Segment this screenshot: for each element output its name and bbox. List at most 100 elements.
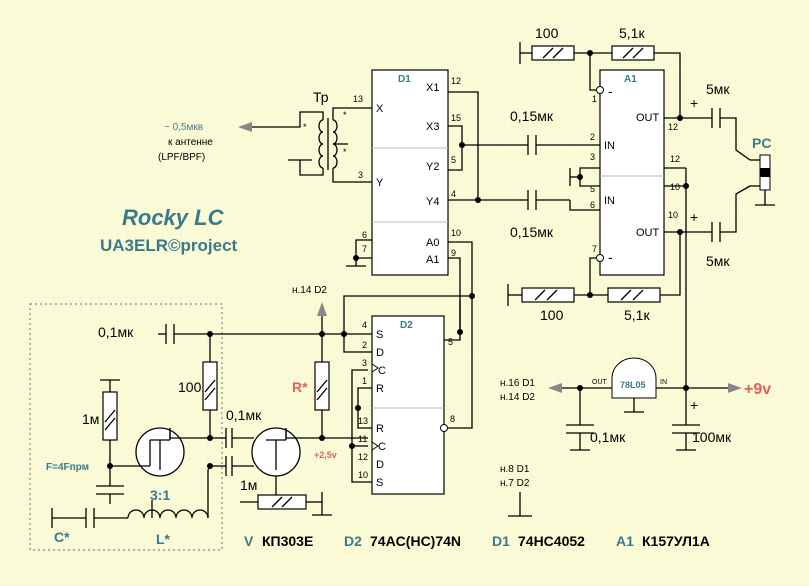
svg-text:*: *	[343, 147, 347, 157]
svg-text:0,1мк: 0,1мк	[98, 324, 134, 340]
svg-text:3: 3	[362, 358, 367, 368]
ground-symbol	[508, 492, 532, 517]
schematic-subtitle: UA3ELR©project	[100, 236, 238, 255]
svg-text:C*: C*	[54, 529, 70, 545]
output-section: + 5мк + 5мк PC	[664, 81, 775, 269]
svg-text:1: 1	[362, 376, 367, 386]
svg-text:R: R	[376, 383, 384, 395]
legend-val-v: КП303Е	[262, 533, 313, 549]
svg-text:X1: X1	[426, 82, 439, 94]
plus9-label: +9v	[744, 381, 771, 398]
svg-text:8: 8	[450, 414, 455, 424]
cap-015-bot: 0,15мк	[510, 190, 600, 240]
svg-text:*: *	[303, 122, 307, 132]
svg-text:4: 4	[451, 189, 456, 199]
svg-text:5,1к: 5,1к	[619, 25, 645, 41]
svg-text:A1: A1	[624, 74, 637, 85]
svg-text:D1: D1	[398, 74, 411, 85]
svg-text:10: 10	[668, 210, 678, 220]
svg-text:IN: IN	[604, 140, 615, 152]
svg-text:2: 2	[362, 340, 367, 350]
svg-text:+: +	[690, 209, 698, 225]
svg-text:100: 100	[178, 379, 202, 395]
n16-d1-label: н.16 D1	[500, 378, 535, 389]
ic-d2: D2 S D C R R C D S 4 2 3 1 13 11 12 10 5…	[341, 295, 473, 495]
svg-text:5: 5	[448, 337, 453, 347]
svg-text:5мк: 5мк	[706, 253, 730, 269]
svg-text:-: -	[608, 249, 613, 265]
svg-text:100: 100	[540, 307, 564, 323]
svg-text:5: 5	[590, 184, 595, 194]
svg-text:7: 7	[362, 244, 367, 254]
ic-d1: D1 X Y X1 X3 Y2 Y4 A0 A1 12 15 5 4 10 9 …	[346, 69, 461, 276]
svg-text:S: S	[376, 477, 383, 489]
svg-text:S: S	[376, 329, 383, 341]
svg-text:9: 9	[451, 248, 456, 258]
svg-text:12: 12	[670, 154, 680, 164]
svg-text:6: 6	[362, 230, 367, 240]
svg-text:13: 13	[358, 416, 368, 426]
svg-text:*: *	[343, 110, 347, 120]
svg-text:3: 3	[358, 170, 363, 180]
legend-val-d1: 74HC4052	[518, 533, 585, 549]
legend-val-d2: 74AC(HC)74N	[370, 533, 461, 549]
svg-text:5: 5	[451, 155, 456, 165]
svg-text:0,15мк: 0,15мк	[510, 224, 554, 240]
svg-text:12: 12	[451, 76, 461, 86]
svg-text:F=4Fпрм: F=4Fпрм	[46, 462, 89, 473]
feedback-top: 100 5,1к	[519, 25, 681, 118]
antenna-note-3: (LPF/BPF)	[158, 152, 205, 163]
svg-text:D2: D2	[400, 320, 413, 331]
svg-text:X: X	[376, 103, 384, 115]
svg-text:5,1к: 5,1к	[624, 307, 650, 323]
svg-text:Y4: Y4	[426, 196, 439, 208]
svg-text:10: 10	[358, 470, 368, 480]
oscillator-section: 0,1мк 100 R* +2,5v	[29, 302, 368, 551]
svg-text:PC: PC	[752, 135, 771, 151]
svg-text:OUT: OUT	[636, 112, 660, 124]
svg-text:12: 12	[668, 122, 678, 132]
power-supply: 78L05 OUT IN 0,1мк + 100мк	[548, 168, 742, 451]
svg-text:11: 11	[358, 434, 367, 444]
svg-text:12: 12	[358, 452, 368, 462]
svg-text:1: 1	[592, 94, 597, 104]
svg-text:4: 4	[362, 320, 367, 330]
svg-text:6: 6	[590, 200, 595, 210]
svg-text:Y: Y	[376, 177, 384, 189]
n14-d2-label-right: н.14 D2	[500, 392, 535, 403]
legend-val-a1: К157УЛ1А	[642, 533, 710, 549]
legend-key-a1: A1	[616, 533, 634, 549]
svg-text:5мк: 5мк	[706, 81, 730, 97]
svg-text:D: D	[376, 347, 384, 359]
svg-text:100мк: 100мк	[692, 429, 732, 445]
svg-text:+2,5v: +2,5v	[314, 450, 337, 460]
ic-a1: A1 - - IN IN OUT OUT 2 3 6 5 1 7 12 10 1…	[569, 69, 686, 276]
svg-text:0,15мк: 0,15мк	[510, 108, 554, 124]
n7-d2-label: н.7 D2	[500, 478, 530, 489]
svg-text:2: 2	[590, 132, 595, 142]
svg-text:1м: 1м	[240, 477, 257, 493]
svg-text:+: +	[690, 95, 698, 111]
svg-text:15: 15	[451, 113, 461, 123]
svg-text:L*: L*	[156, 531, 171, 547]
svg-text:13: 13	[353, 94, 363, 104]
svg-text:OUT: OUT	[636, 227, 660, 239]
svg-text:0,1мк: 0,1мк	[226, 407, 262, 423]
svg-text:R*: R*	[292, 379, 308, 395]
feedback-bot: 100 5,1к	[507, 232, 681, 323]
svg-text:3:1: 3:1	[150, 487, 170, 503]
svg-text:A1: A1	[426, 254, 439, 266]
svg-text:A0: A0	[426, 237, 439, 249]
transformer: Тр * * * 13 3	[238, 89, 372, 183]
svg-text:7: 7	[592, 244, 597, 254]
svg-text:C: C	[378, 441, 386, 453]
svg-text:10: 10	[451, 228, 461, 238]
legend-key-d2: D2	[344, 533, 362, 549]
svg-text:Тр: Тр	[313, 89, 329, 105]
svg-text:0,1мк: 0,1мк	[590, 429, 626, 445]
svg-text:1м: 1м	[82, 411, 99, 427]
legend: V КП303Е D2 74AC(HC)74N D1 74HC4052 A1 К…	[244, 533, 710, 549]
schematic-title: Rocky LC	[122, 205, 225, 230]
legend-key-d1: D1	[492, 533, 510, 549]
